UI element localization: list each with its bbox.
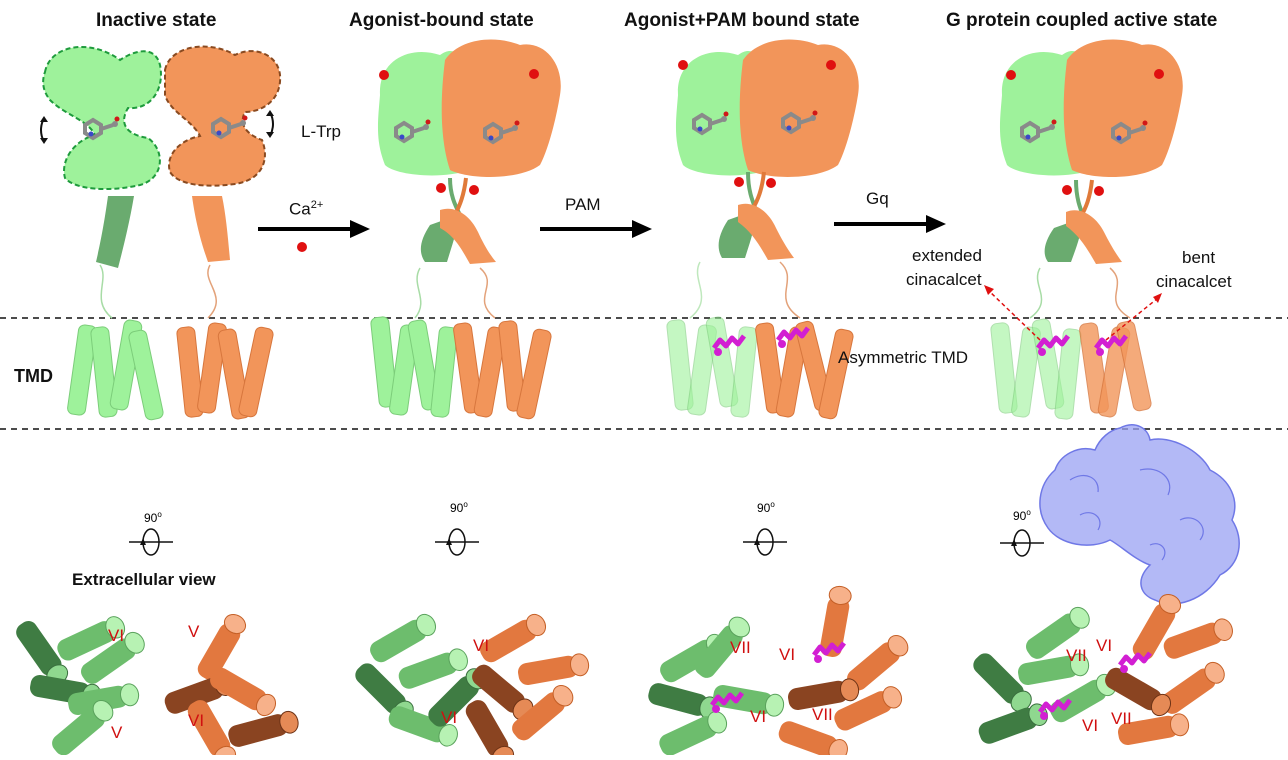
rotation-label-1: 90o	[144, 510, 162, 525]
helix-label: VI	[1082, 716, 1099, 735]
helix-label: VII	[730, 638, 751, 657]
helix-label: VI	[1096, 636, 1113, 655]
label-ltrp: L-Trp	[301, 122, 341, 141]
helix-label: VI	[108, 626, 125, 645]
helix-label: V	[111, 723, 123, 742]
label-extended-1: extended	[912, 246, 982, 265]
rotation-value-3: 90	[757, 501, 771, 515]
helix-label: VII	[1111, 709, 1132, 728]
label-asymmetric-tmd: Asymmetric TMD	[838, 348, 969, 367]
title-agonist-bound: Agonist-bound state	[349, 10, 534, 31]
helix-label: VI	[441, 708, 458, 727]
rotation-unit-3: o	[770, 500, 775, 509]
helix-label: VI	[188, 711, 205, 730]
rotation-label-4: 90o	[1013, 508, 1031, 523]
rotation-value-4: 90	[1013, 509, 1027, 523]
label-tmd: TMD	[14, 366, 53, 386]
arrow-label-ca: Ca2+	[289, 199, 323, 220]
label-extracellular-view: Extracellular view	[72, 570, 216, 589]
title-inactive: Inactive state	[96, 10, 217, 31]
rotation-label-2: 90o	[450, 500, 468, 515]
helix-label: VII	[812, 705, 833, 724]
rotation-label-3: 90o	[757, 500, 775, 515]
helix-label: VI	[473, 636, 490, 655]
arrow-label-ca-base: Ca	[289, 199, 311, 219]
rotation-value-2: 90	[450, 501, 464, 515]
helix-label: VI	[750, 707, 767, 726]
helix-label: VI	[779, 645, 796, 664]
label-bent-1: bent	[1182, 248, 1216, 267]
rotation-value-1: 90	[144, 511, 158, 525]
rotation-unit-2: o	[463, 500, 468, 509]
label-extended-2: cinacalcet	[906, 270, 982, 289]
arrow-label-ca-sup: 2+	[310, 199, 324, 211]
title-agonist-pam: Agonist+PAM bound state	[624, 10, 860, 31]
arrow-label-pam: PAM	[565, 195, 601, 214]
rotation-unit-4: o	[1026, 508, 1031, 517]
helix-label: V	[188, 622, 200, 641]
arrow-label-gq: Gq	[866, 189, 889, 208]
helix-label: VII	[1066, 646, 1087, 665]
label-bent-2: cinacalcet	[1156, 272, 1232, 291]
title-g-protein: G protein coupled active state	[946, 10, 1218, 31]
rotation-unit-1: o	[157, 510, 162, 519]
